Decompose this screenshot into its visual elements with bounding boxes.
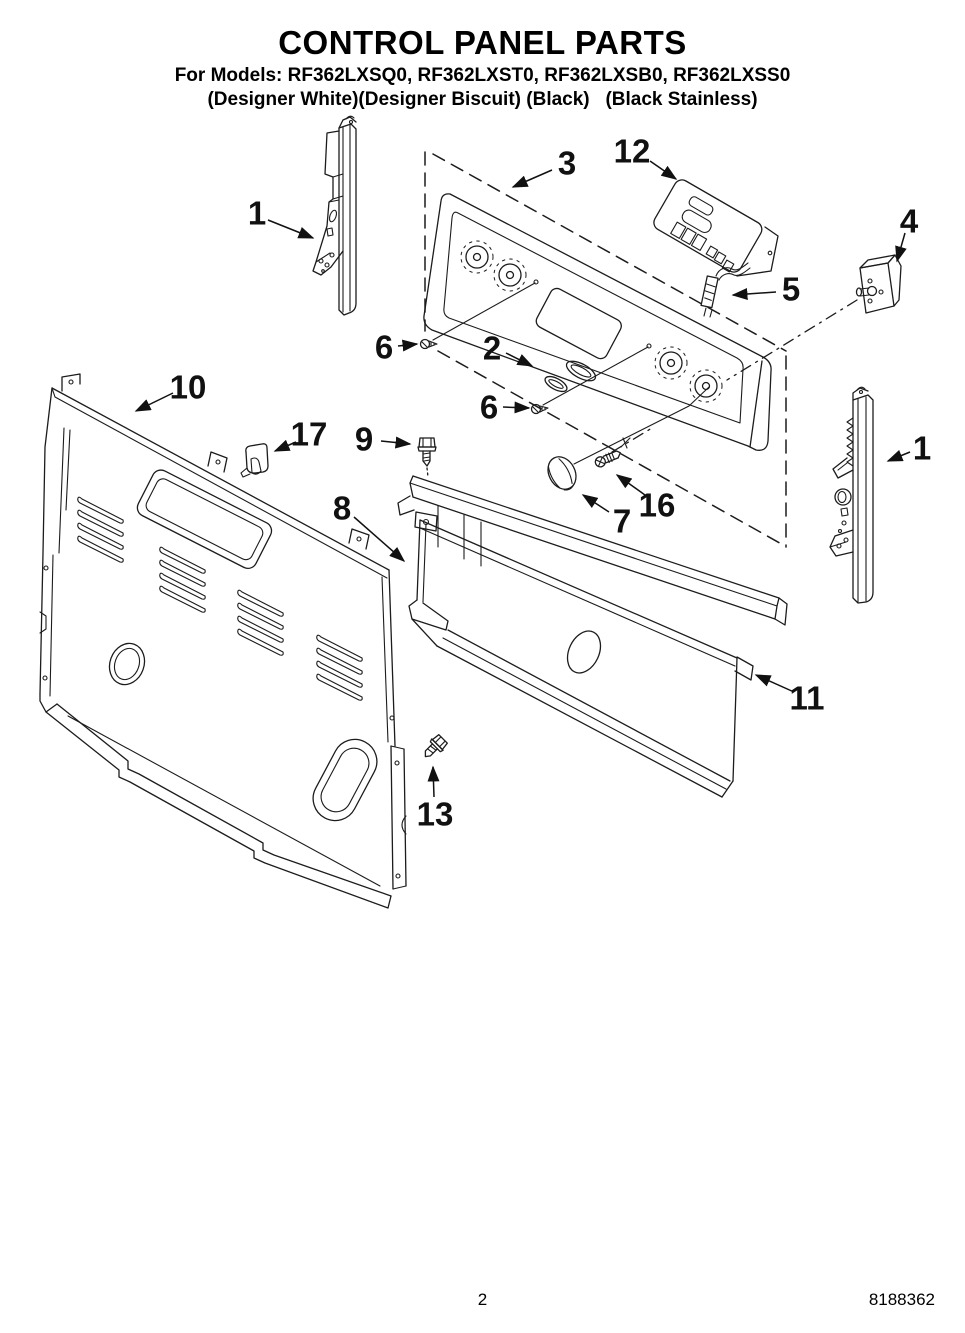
part-4-infinite-switch: [855, 254, 902, 314]
centerline-tick: [620, 437, 631, 449]
part-13-screw: [424, 734, 448, 758]
part-8-support-bracket: [397, 475, 788, 626]
callout-12: 12: [614, 133, 651, 170]
part-17-clip: [240, 443, 269, 478]
part-16-screw: [594, 450, 622, 468]
models-line: For Models: RF362LXSQ0, RF362LXST0, RF36…: [174, 65, 791, 86]
switch-shaft-centerline: [611, 299, 858, 453]
callout-16: 16: [639, 487, 676, 524]
part-6-screw-lower: [530, 403, 549, 415]
callout-9: 9: [355, 421, 373, 458]
callout-1-left: 1: [248, 195, 266, 232]
part-3-control-panel: [423, 193, 772, 451]
callout-17: 17: [291, 416, 328, 453]
part-1-side-trim-right: [829, 386, 874, 604]
callout-3: 3: [558, 145, 576, 182]
alignment-dashed-envelope: [424, 151, 787, 548]
part-12-electronic-control: [653, 179, 779, 277]
finishes-line: (Designer White)(Designer Biscuit) (Blac…: [207, 89, 758, 110]
part-2-oval-cap: [544, 375, 568, 393]
page-number: 2: [477, 1290, 488, 1309]
callout-10: 10: [170, 369, 207, 406]
callout-1-right: 1: [913, 430, 931, 467]
part-6-screw-upper: [419, 338, 438, 350]
callout-6-upper: 6: [375, 329, 393, 366]
callout-4: 4: [900, 203, 919, 240]
part-9-screw: [417, 437, 437, 478]
vent-louvers: [77, 496, 363, 701]
page-title: CONTROL PANEL PARTS: [278, 24, 687, 61]
callout-7: 7: [613, 503, 631, 540]
part-7-knob: [547, 456, 577, 491]
part-5-wire-connector: [700, 262, 751, 318]
callout-11: 11: [790, 680, 825, 717]
document-number: 8188362: [868, 1290, 935, 1309]
callout-8: 8: [333, 490, 351, 527]
callout-arrows: [134, 160, 911, 798]
leader-lines: [432, 282, 710, 465]
part-11-support-panel: [408, 519, 754, 798]
callout-2: 2: [483, 330, 501, 367]
callout-5: 5: [782, 271, 800, 308]
callout-6-lower: 6: [480, 389, 498, 426]
part-10-rear-panel: [39, 373, 407, 909]
header: CONTROL PANEL PARTS For Models: RF362LXS…: [0, 0, 965, 111]
callout-labels: 1 3 12 4 5 6 2 6 10 17 9 8 7 16 11 13 1: [170, 133, 932, 833]
part-1-side-trim-left: [312, 115, 357, 316]
callout-13: 13: [417, 796, 454, 833]
